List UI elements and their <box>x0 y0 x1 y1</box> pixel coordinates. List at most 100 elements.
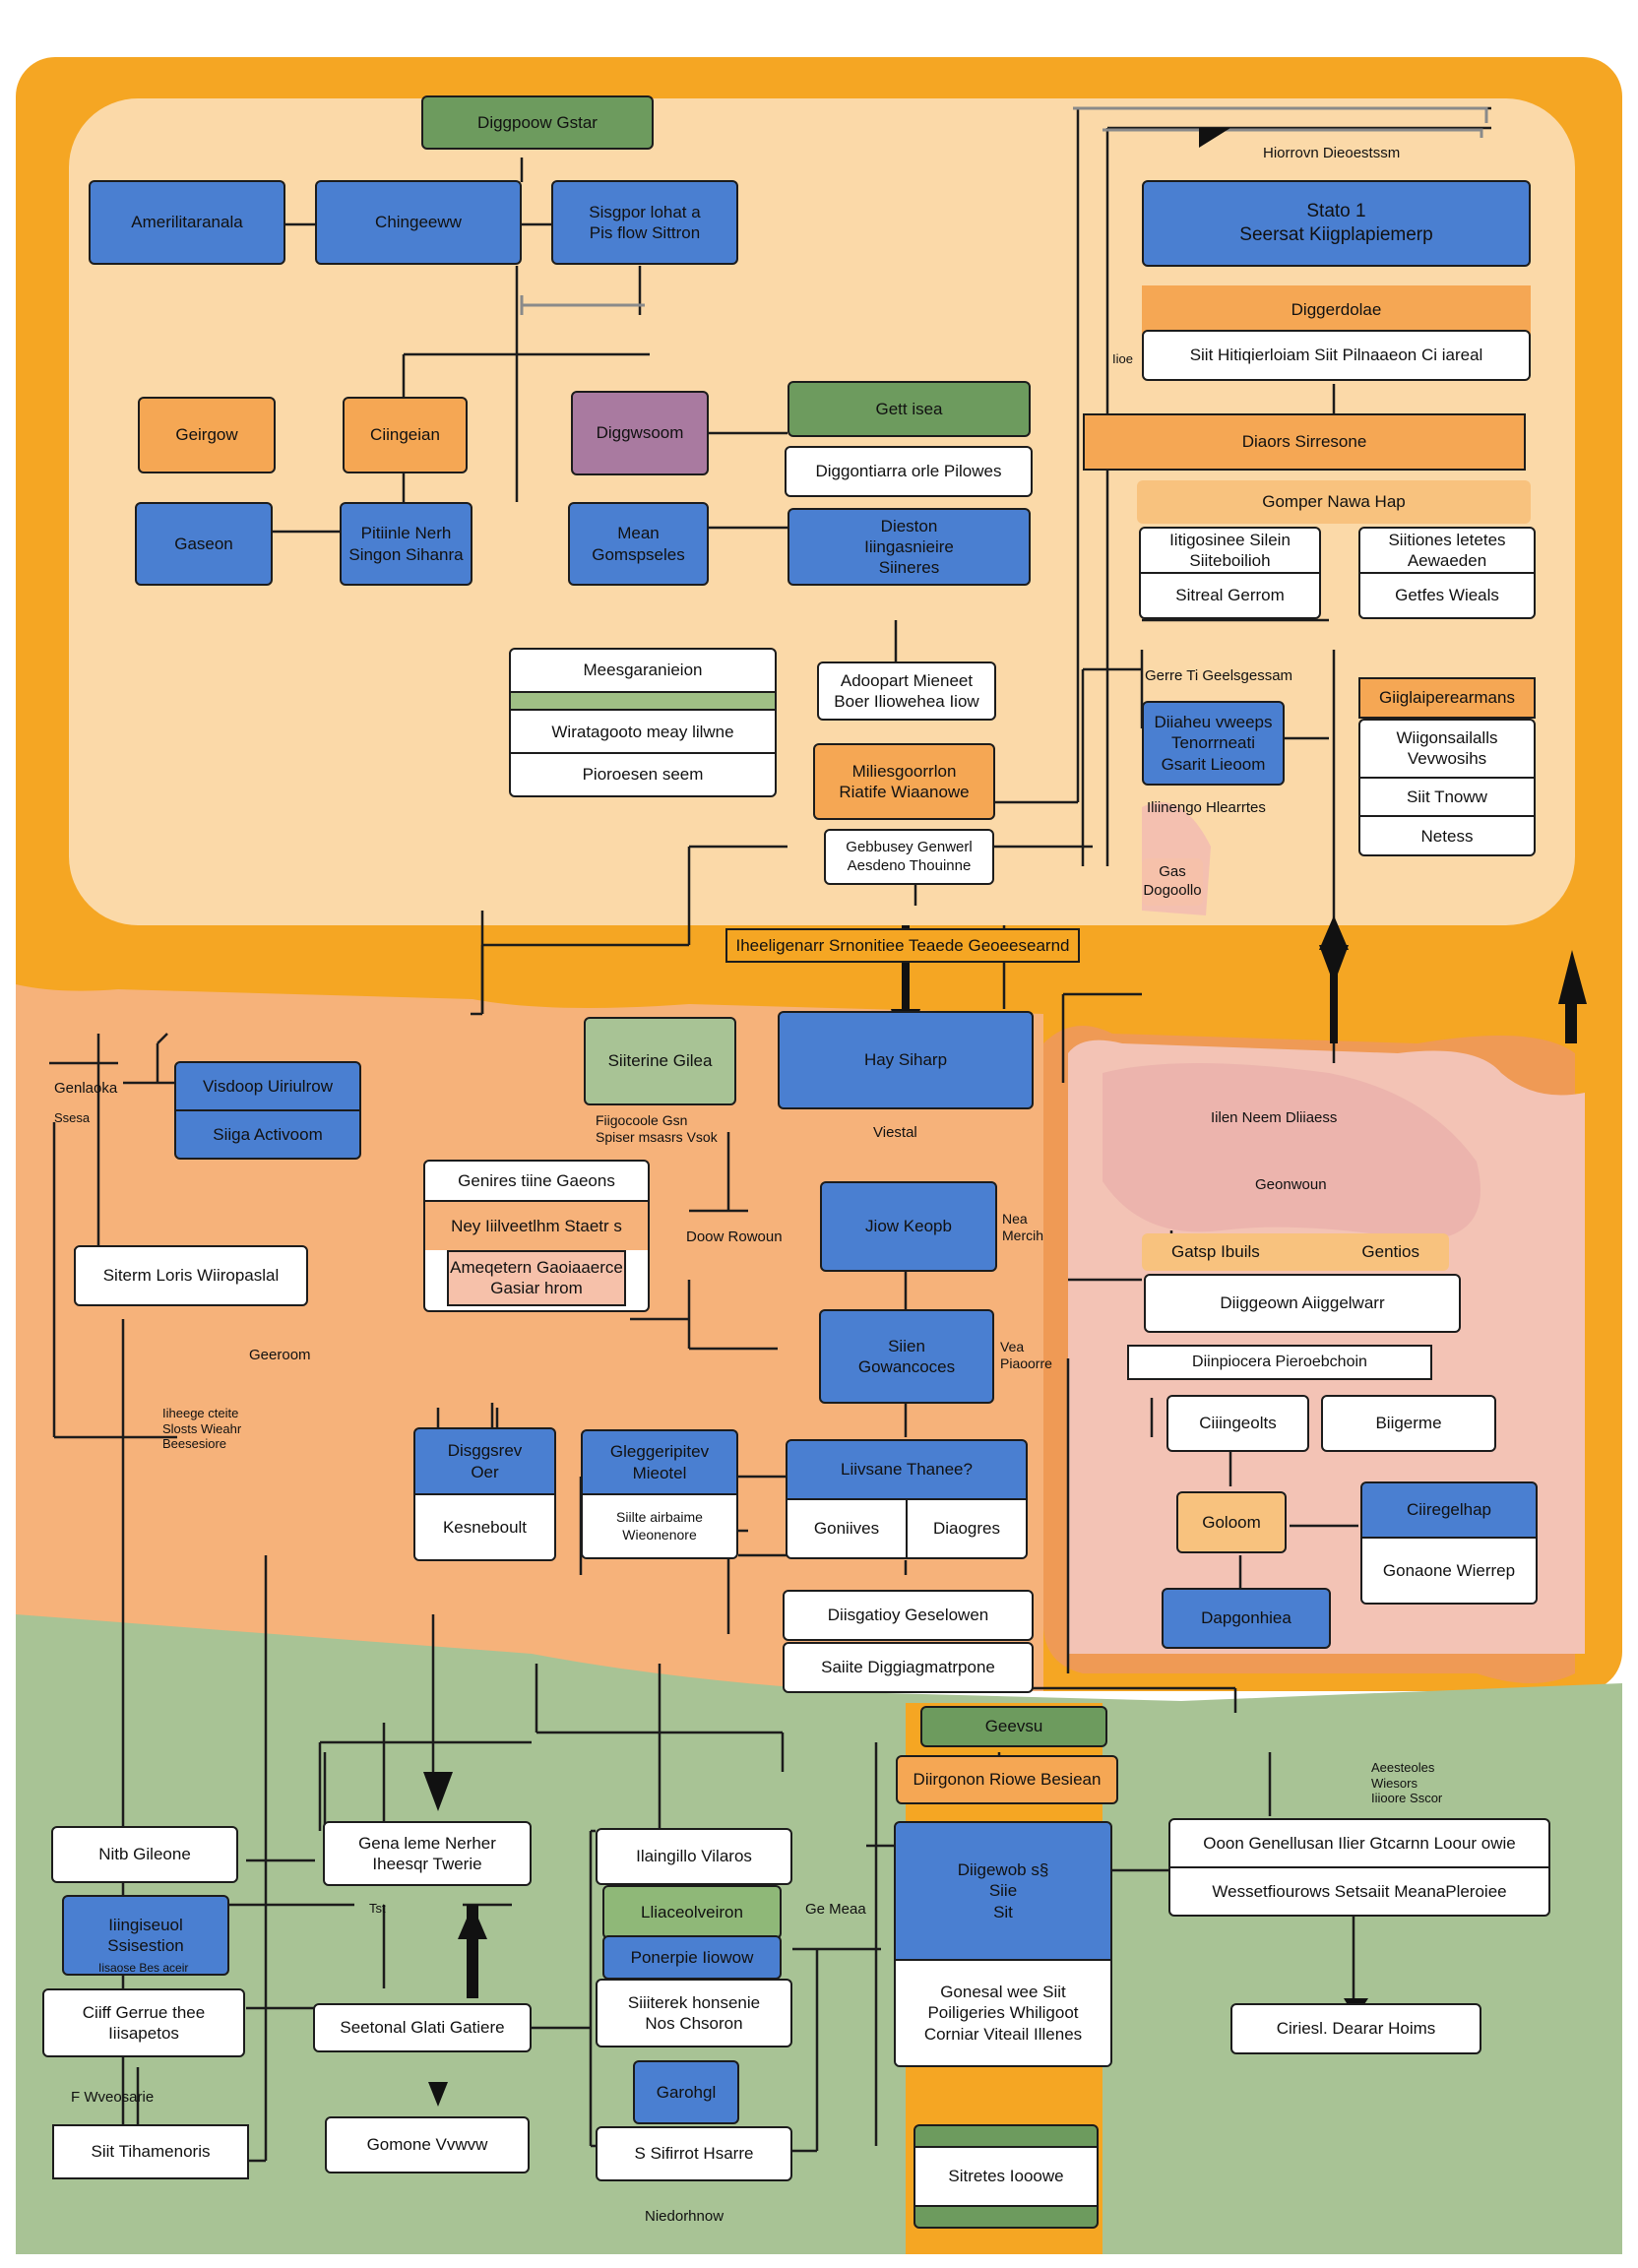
node-netess[interactable]: Netess <box>1360 815 1534 854</box>
node-visdoop-uiriulrow[interactable]: Visdoop Uiriulrow <box>203 1076 333 1096</box>
node-siitiones-group[interactable]: Siitiones letetes Aewaeden Getfes Wieals <box>1358 527 1536 619</box>
node-stato-1[interactable]: Stato 1 Seersat Kiigplapiemerp <box>1142 180 1531 267</box>
node-dieston[interactable]: Dieston Iiingasnieire Siineres <box>788 508 1031 586</box>
node-gonaone-wierrep[interactable]: Gonaone Wierrep <box>1362 1537 1536 1603</box>
node-diisgatioy[interactable]: Diisgatioy Geselowen <box>783 1590 1034 1641</box>
node-sitretes-iooowe[interactable]: Sitretes Iooowe <box>915 2146 1097 2205</box>
node-visdoop-group[interactable]: Visdoop Uiriulrow Siiga Activoom <box>174 1061 361 1160</box>
node-siien-gowancoces[interactable]: Siien Gowancoces <box>819 1309 994 1404</box>
node-diiaheu-vweeps[interactable]: Diiaheu vweeps Tenorrneati Gsarit Lieoom <box>1142 701 1285 786</box>
node-amerilitaranala[interactable]: Amerilitaranala <box>89 180 285 265</box>
node-getfes-wieals[interactable]: Getfes Wieals <box>1360 572 1534 617</box>
node-siit-hitiqierloiam[interactable]: Siit Hitiqierloiam Siit Pilnaaeon Ci iar… <box>1142 330 1531 381</box>
node-siit-tihamenoris[interactable]: Siit Tihamenoris <box>52 2124 249 2179</box>
node-siiga-activoom[interactable]: Siiga Activoom <box>176 1109 359 1158</box>
node-biigerme[interactable]: Biigerme <box>1321 1395 1496 1452</box>
node-chingeeww[interactable]: Chingeeww <box>315 180 522 265</box>
node-disggsrev[interactable]: Disggsrev Oer <box>447 1441 523 1481</box>
node-goniives[interactable]: Goniives <box>813 1519 880 1539</box>
node-genires-group[interactable]: Genires tiine Gaeons Ney Iiilveetlhm Sta… <box>423 1160 650 1312</box>
node-meesgaranieion[interactable]: Meesgaranieion <box>583 661 703 680</box>
node-sitreal-gerrom[interactable]: Sitreal Gerrom <box>1141 572 1319 617</box>
node-ciiregelhap-group[interactable]: Ciiregelhap Gonaone Wierrep <box>1360 1481 1538 1605</box>
node-garohgl[interactable]: Garohgl <box>633 2060 739 2124</box>
label-ge-meaa: Ge Meaa <box>805 1901 866 1918</box>
node-diinpiocera[interactable]: Diinpiocera Pieroebchoin <box>1127 1345 1432 1380</box>
node-iiingiseuol[interactable]: Iiingiseuol Ssisestion <box>62 1895 229 1976</box>
label-iisaose: Iisaose Bes aceir <box>98 1961 189 1975</box>
node-siilte-airbaime[interactable]: Siilte airbaime Wieonenore <box>583 1493 736 1557</box>
node-gena-leme-nerher[interactable]: Gena leme Nerher Iheesqr Twerie <box>323 1821 532 1886</box>
node-sisgpor[interactable]: Sisgpor lohat a Pis flow Sittron <box>551 180 738 265</box>
node-ciiregelhap[interactable]: Ciiregelhap <box>1407 1500 1491 1520</box>
node-gomper-nawa-hap[interactable]: Gomper Nawa Hap <box>1137 480 1531 524</box>
node-gatsp-ibuils-bar[interactable]: Gatsp Ibuils Gentios <box>1142 1233 1449 1271</box>
node-diggpoow-gstar[interactable]: Diggpoow Gstar <box>421 95 654 150</box>
node-wiratagooto[interactable]: Wiratagooto meay lilwne <box>511 709 775 752</box>
node-gaseon[interactable]: Gaseon <box>135 502 273 586</box>
node-gleggeripitev-group[interactable]: Gleggeripitev Mieotel Siilte airbaime Wi… <box>581 1429 738 1559</box>
node-siit-tnoww[interactable]: Siit Tnoww <box>1360 776 1534 816</box>
node-ciiff-gerrue[interactable]: Ciiff Gerrue thee Iiisapetos <box>42 1988 245 2057</box>
node-ciriesl-dearar[interactable]: Ciriesl. Dearar Hoims <box>1230 2003 1481 2054</box>
node-adoopart-mieneet[interactable]: Adoopart Mieneet Boer Iliowehea Iiow <box>817 662 996 721</box>
node-ooon-genellusan[interactable]: Ooon Genellusan Ilier Gtcarnn Loour owie <box>1203 1833 1516 1853</box>
node-ponerpie-iiowow[interactable]: Ponerpie Iiowow <box>602 1935 782 1980</box>
node-gebbusey-genwerl[interactable]: Gebbusey Genwerl Aesdeno Thouinne <box>824 829 994 885</box>
node-diigewob[interactable]: Diigewob s§ Siie Sit <box>957 1860 1049 1922</box>
node-saiite-diggiagmatrpone[interactable]: Saiite Diggiagmatrpone <box>783 1642 1034 1693</box>
node-wiigonsailalls[interactable]: Wiigonsailalls Vevwosihs <box>1396 728 1498 769</box>
node-siiiterek-honsenie[interactable]: Siiiterek honsenie Nos Chsoron <box>596 1979 792 2048</box>
node-pitiinle-nerh[interactable]: Pitiinle Nerh Singon Sihanra <box>340 502 472 586</box>
node-ciiingeolts[interactable]: Ciiingeolts <box>1166 1395 1309 1452</box>
node-diggerdolae[interactable]: Diggerdolae <box>1142 285 1531 335</box>
node-diaogres[interactable]: Diaogres <box>906 1500 1026 1557</box>
node-gas-dogoollo[interactable]: Gas Dogoollo <box>1142 858 1203 906</box>
node-nitb-gileone[interactable]: Nitb Gileone <box>51 1826 238 1883</box>
node-iitigosinee-group[interactable]: Iitigosinee Silein Siiteboilioh Sitreal … <box>1139 527 1321 619</box>
node-diaors-sirresone[interactable]: Diaors Sirresone <box>1083 413 1526 471</box>
node-giiglaiperearmans[interactable]: Giiglaiperearmans <box>1358 677 1536 719</box>
node-diirgonon[interactable]: Diirgonon Riowe Besiean <box>896 1755 1118 1804</box>
node-liivsane-thanee[interactable]: Liivsane Thanee? <box>841 1460 973 1480</box>
node-ciingeian[interactable]: Ciingeian <box>343 397 468 473</box>
node-siitiones[interactable]: Siitiones letetes Aewaeden <box>1388 530 1506 570</box>
node-iitigosinee[interactable]: Iitigosinee Silein Siiteboilioh <box>1169 530 1291 570</box>
node-siiterine-gilea[interactable]: Siiterine Gilea <box>584 1017 736 1105</box>
node-lliaceolveiron[interactable]: Lliaceolveiron <box>602 1885 782 1939</box>
node-seetonal-glati[interactable]: Seetonal Glati Gatiere <box>313 2003 532 2052</box>
node-wessetfiourows[interactable]: Wessetfiourows Setsaiit MeanaPleroiee <box>1170 1866 1548 1915</box>
node-gonesal-wee-siit[interactable]: Gonesal wee Siit Poiligeries Whiligoot C… <box>896 1958 1110 2065</box>
node-wiigonsailalls-group[interactable]: Wiigonsailalls Vevwosihs Siit Tnoww Nete… <box>1358 719 1536 856</box>
node-pioroesen[interactable]: Pioroesen seem <box>511 752 775 795</box>
node-dapgonhiea[interactable]: Dapgonhiea <box>1162 1588 1331 1649</box>
node-gleggeripitev[interactable]: Gleggeripitev Mieotel <box>609 1442 710 1482</box>
node-jiow-keopb[interactable]: Jiow Keopb <box>820 1181 997 1272</box>
node-geevsu[interactable]: Geevsu <box>920 1706 1107 1747</box>
node-genires-tiine[interactable]: Genires tiine Gaeons <box>458 1170 615 1190</box>
node-mean-gomspseles[interactable]: Mean Gomspseles <box>568 502 709 586</box>
node-meesgaranieion-group[interactable]: Meesgaranieion Wiratagooto meay lilwne P… <box>509 648 777 797</box>
node-ney-iiilveetlhm[interactable]: Ney Iiilveetlhm Staetr s <box>425 1199 648 1250</box>
node-miliesgoorrlon[interactable]: Miliesgoorrlon Riatife Wiaanowe <box>813 743 995 820</box>
node-ameqetern[interactable]: Ameqetern Gaoiaaerce Gasiar hrom <box>447 1249 626 1306</box>
node-sitretes-group[interactable]: Sitretes Iooowe <box>914 2124 1099 2229</box>
node-ilaingillo-vilaros[interactable]: Ilaingillo Vilaros <box>596 1828 792 1885</box>
node-gatsp-ibuils[interactable]: Gatsp Ibuils <box>1171 1242 1260 1262</box>
node-geirgow[interactable]: Geirgow <box>138 397 276 473</box>
node-disggsrev-group[interactable]: Disggsrev Oer Kesneboult <box>413 1427 556 1561</box>
node-diggwsoom[interactable]: Diggwsoom <box>571 391 709 475</box>
node-kesneboult[interactable]: Kesneboult <box>415 1493 554 1559</box>
node-diigewob-group[interactable]: Diigewob s§ Siie Sit Gonesal wee Siit Po… <box>894 1821 1112 2067</box>
node-diggontiarra[interactable]: Diggontiarra orle Pilowes <box>785 446 1033 497</box>
node-diiggeown[interactable]: Diiggeown Aiiggelwarr <box>1144 1274 1461 1333</box>
node-liivsane-group[interactable]: Liivsane Thanee? Goniives Diaogres <box>786 1439 1028 1559</box>
node-s-sifirrot-hsarre[interactable]: S Sifirrot Hsarre <box>596 2126 792 2181</box>
node-iheeligenarr[interactable]: Iheeligenarr Srnonitiee Teaede Geoeesear… <box>725 928 1080 963</box>
node-gomone-vvwvw[interactable]: Gomone Vvwvw <box>325 2116 530 2174</box>
node-ooon-genellusan-group[interactable]: Ooon Genellusan Ilier Gtcarnn Loour owie… <box>1168 1818 1550 1917</box>
node-siterm-loris[interactable]: Siterm Loris Wiiropaslal <box>74 1245 308 1306</box>
node-gett-isea[interactable]: Gett isea <box>788 381 1031 437</box>
node-hay-siharp[interactable]: Hay Siharp <box>778 1011 1034 1109</box>
node-goloom[interactable]: Goloom <box>1176 1491 1287 1553</box>
